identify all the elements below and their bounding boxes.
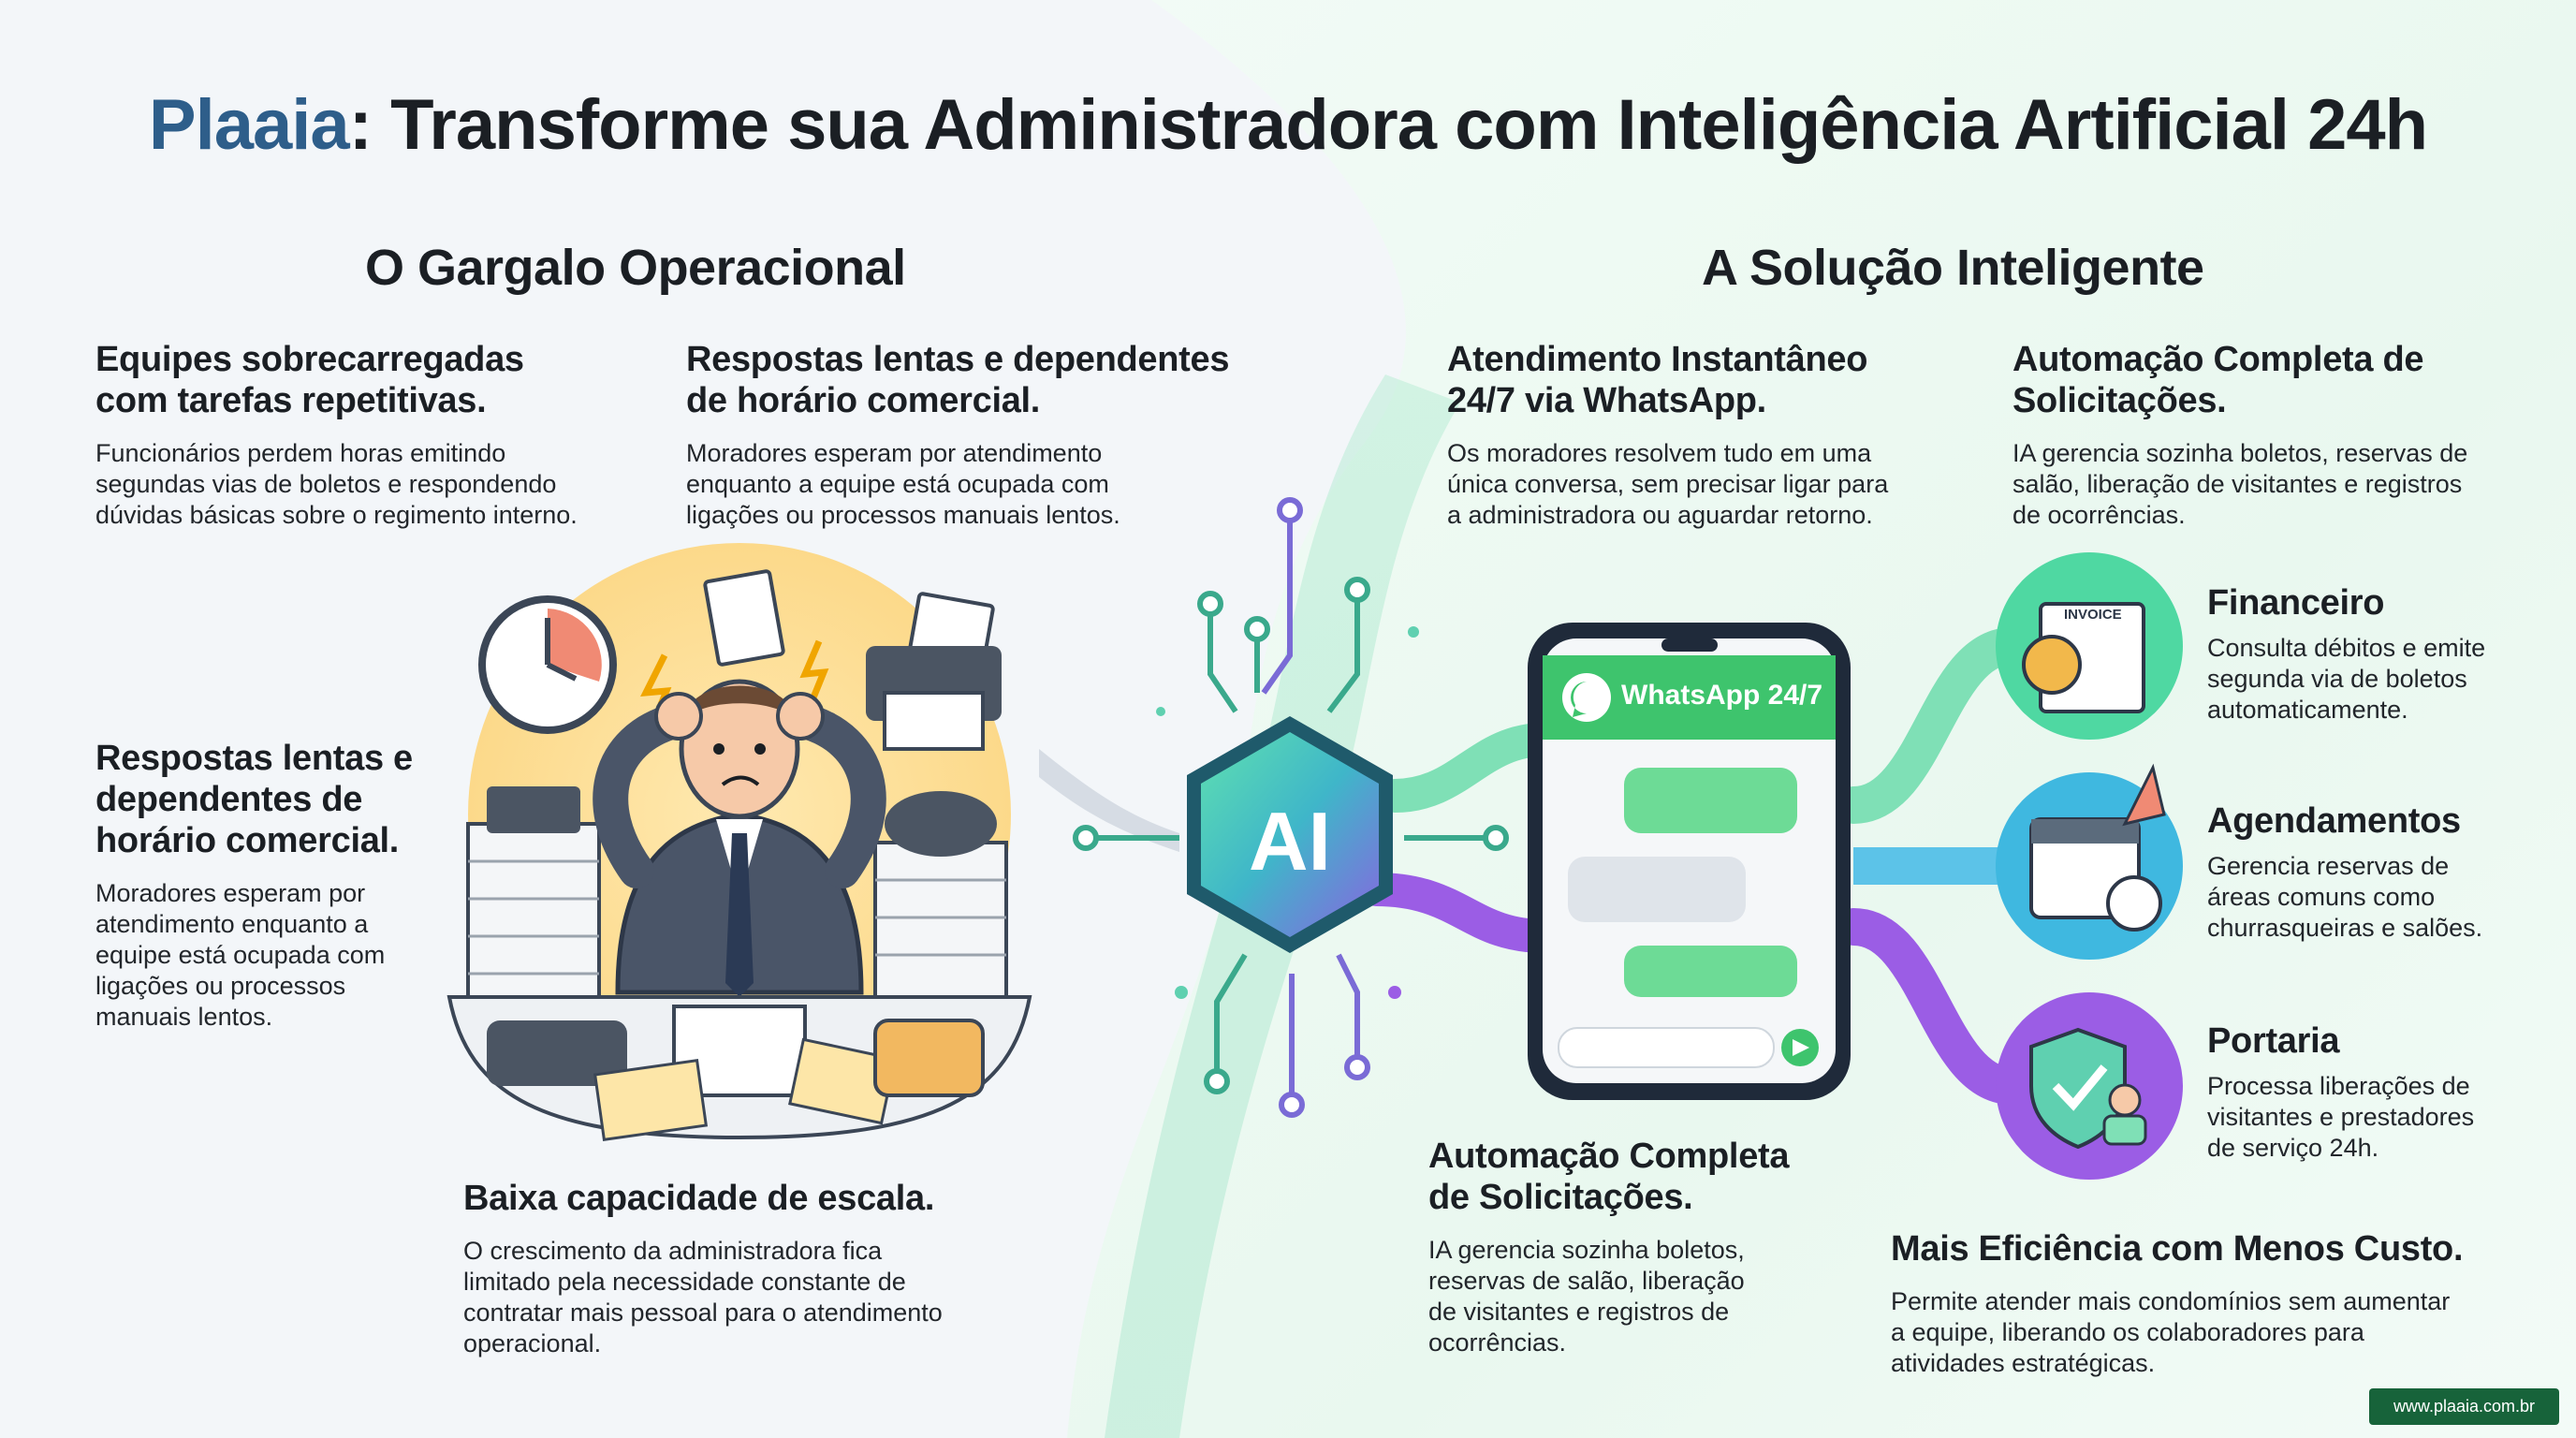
right-heading: A Solução Inteligente (1702, 240, 2204, 296)
paper-stack-right (873, 791, 1008, 1004)
financeiro-circle (1996, 552, 2183, 740)
ai-label: AI (1249, 795, 1331, 888)
teal-band (1378, 723, 1561, 813)
problem-block: Baixa capacidade de escala. O cresciment… (463, 1179, 943, 1357)
purple-connector (1835, 908, 2031, 1105)
chat-bubble-out (1624, 768, 1797, 833)
chat-bubble-out (1624, 946, 1797, 997)
ai-chip (1187, 716, 1393, 953)
stressed-man-illustration (446, 569, 1032, 1142)
desk-phone-icon (487, 1020, 627, 1086)
whatsapp-header-label: WhatsApp 24/7 (1621, 680, 1823, 711)
title-rest: : Transforme sua Administradora com Inte… (348, 85, 2428, 165)
message-input-box (1558, 1027, 1775, 1068)
flow-arrow (1039, 749, 1179, 852)
paper-icon (703, 569, 785, 667)
left-heading: O Gargalo Operacional (365, 240, 906, 296)
solution-block: Mais Eficiência com Menos Custo. Permite… (1891, 1229, 2464, 1377)
printer-icon (866, 646, 1002, 751)
phone-mockup (1528, 623, 1851, 1100)
sparkles (1156, 626, 1419, 999)
portaria-circle (1996, 992, 2183, 1180)
website-badge[interactable]: www.plaaia.com.br (2368, 1388, 2559, 1425)
page-title: Plaaia: Transforme sua Administradora co… (0, 84, 2576, 166)
desk-paper (593, 1058, 709, 1142)
brand-name: Plaaia (148, 85, 350, 165)
clock-icon (478, 595, 617, 734)
chat-bubble-in (1568, 857, 1746, 922)
paper-stack-left (466, 786, 601, 1004)
agendamentos-circle (1996, 763, 2183, 960)
ai-circuit (1073, 497, 1509, 1118)
purple-band (1359, 873, 1561, 953)
desk-phone-icon (873, 1019, 985, 1097)
invoice-label: INVOICE (2064, 607, 2122, 623)
teal-connector (1835, 627, 2031, 824)
